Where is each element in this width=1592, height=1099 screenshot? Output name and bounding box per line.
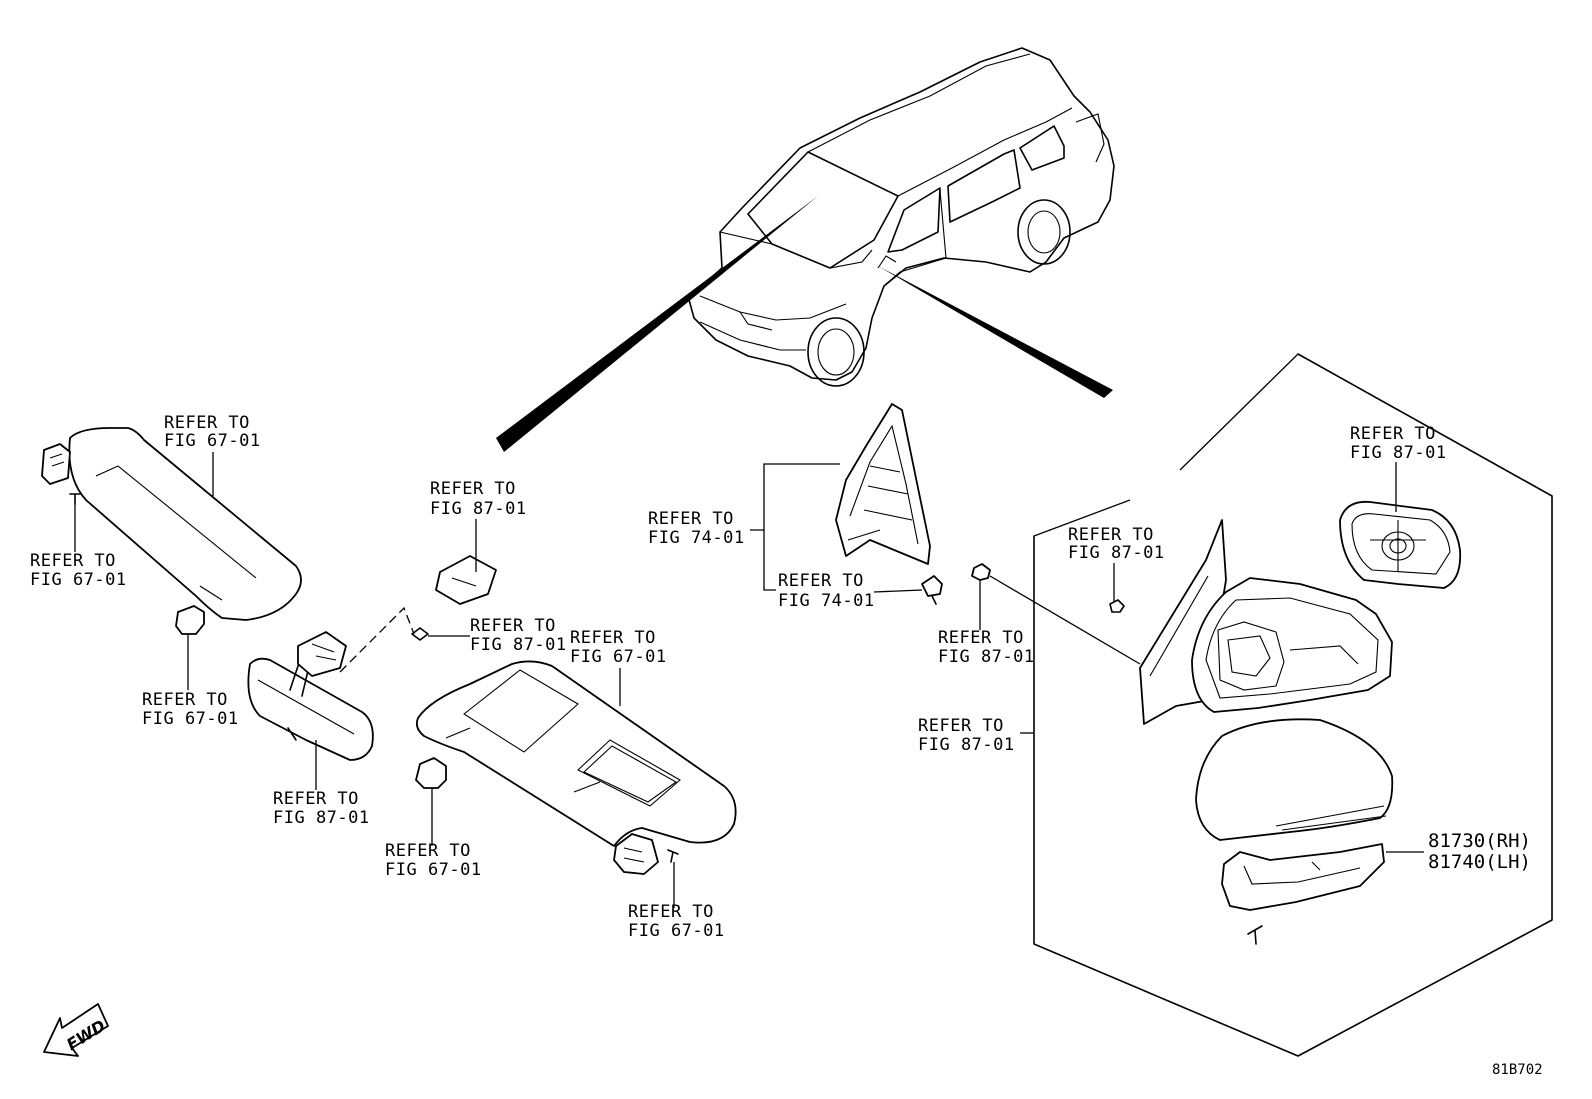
ref-mirror-clip-l2: FIG 87-01 <box>470 635 567 655</box>
ref-sunvisor-lh-top-l1: REFER TO <box>164 413 250 433</box>
door-mirror-assembly <box>971 353 1553 1057</box>
ref-mirror-clip-l1: REFER TO <box>470 616 556 636</box>
sun-visor-lh <box>41 427 302 635</box>
ref-sunvisor-lh-screw-l1: REFER TO <box>30 551 116 571</box>
ref-door-mirror-screw-l1: REFER TO <box>1068 525 1154 545</box>
ref-quarter-clip-l2: FIG 74-01 <box>778 591 875 611</box>
ref-door-mirror-glass-l2: FIG 87-01 <box>1350 443 1447 463</box>
ref-sunvisor-rh-top-l1: REFER TO <box>570 628 656 648</box>
ref-quarter-clip-l1: REFER TO <box>778 571 864 591</box>
fwd-arrow-icon <box>43 1003 109 1057</box>
sun-visor-rh <box>415 660 737 875</box>
ref-sunvisor-lh-holder-l2: FIG 67-01 <box>142 709 239 729</box>
ref-door-mirror-nut-l1: REFER TO <box>938 628 1024 648</box>
ref-door-mirror-assy-l1: REFER TO <box>918 716 1004 736</box>
ref-sunvisor-lh-top-l2: FIG 67-01 <box>164 431 261 451</box>
pointer-wedge-left <box>496 196 818 452</box>
forward-direction-arrow: FWD <box>43 1003 109 1057</box>
ref-door-mirror-screw-l2: FIG 87-01 <box>1068 543 1165 563</box>
part-number-rh: 81730(RH) <box>1428 830 1531 852</box>
ref-mirror-cover-l2: FIG 87-01 <box>430 499 527 519</box>
ref-sunvisor-rh-top-l2: FIG 67-01 <box>570 647 667 667</box>
ref-quarter-bracket-l2: FIG 74-01 <box>648 528 745 548</box>
ref-mirror-cover-l1: REFER TO <box>430 479 516 499</box>
ref-sunvisor-rh-holder-l1: REFER TO <box>385 841 471 861</box>
ref-sunvisor-rh-screw-l1: REFER TO <box>628 902 714 922</box>
ref-door-mirror-nut-l2: FIG 87-01 <box>938 647 1035 667</box>
ref-sunvisor-lh-holder-l1: REFER TO <box>142 690 228 710</box>
ref-door-mirror-glass-l1: REFER TO <box>1350 424 1436 444</box>
ref-inner-mirror-l2: FIG 87-01 <box>273 808 370 828</box>
ref-sunvisor-rh-holder-l2: FIG 67-01 <box>385 860 482 880</box>
reference-labels: REFER TO FIG 67-01 REFER TO FIG 67-01 RE… <box>30 413 1543 1078</box>
part-number-lh: 81740(LH) <box>1428 851 1531 873</box>
ref-quarter-bracket-l1: REFER TO <box>648 509 734 529</box>
pointer-wedge-right <box>878 266 1113 398</box>
ref-door-mirror-assy-l2: FIG 87-01 <box>918 735 1015 755</box>
front-quarter-bracket <box>835 403 943 605</box>
ref-sunvisor-rh-screw-l2: FIG 67-01 <box>628 921 725 941</box>
diagram-code: 81B702 <box>1492 1062 1543 1078</box>
leader-lines <box>74 452 1424 908</box>
ref-inner-mirror-l1: REFER TO <box>273 789 359 809</box>
vehicle-illustration <box>687 47 1115 387</box>
ref-sunvisor-lh-screw-l2: FIG 67-01 <box>30 570 127 590</box>
inner-rear-view-mirror <box>247 555 497 761</box>
